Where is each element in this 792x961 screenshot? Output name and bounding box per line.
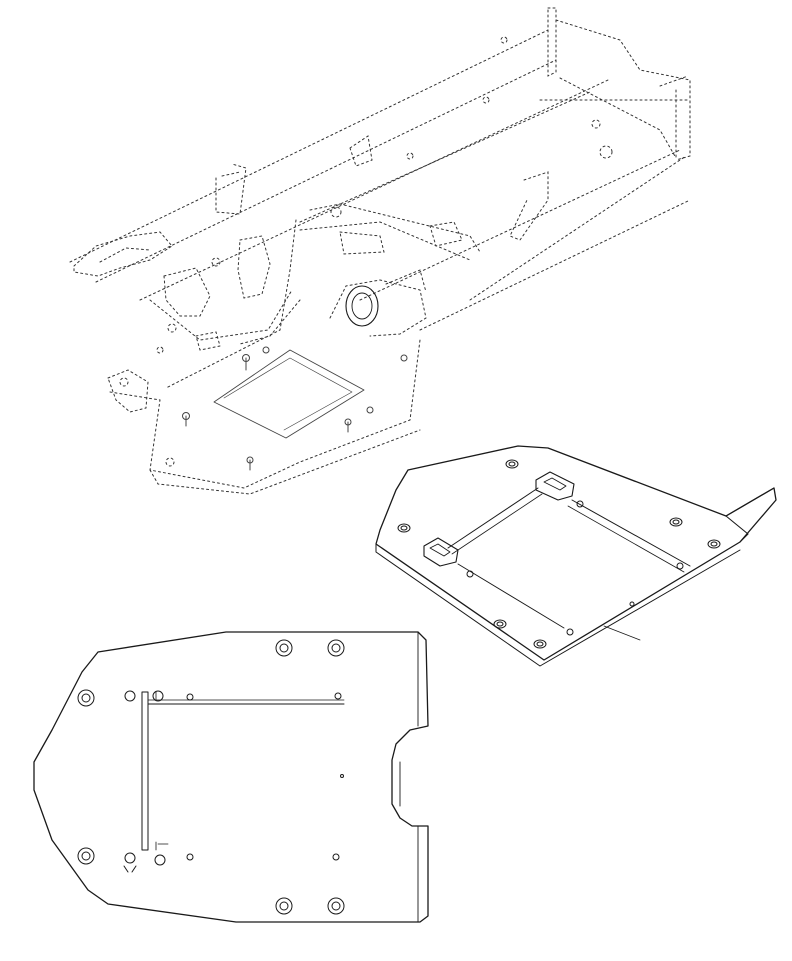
- rails-top: [141, 691, 345, 851]
- mounting-holes-top: [77, 639, 345, 915]
- cross-members: [215, 96, 549, 261]
- small-holes-top: [123, 690, 344, 873]
- rails-isometric: [447, 487, 691, 629]
- plate-outline: [375, 445, 777, 661]
- frame-mounted-plate: [182, 346, 408, 471]
- mounting-holes-isometric: [397, 459, 721, 649]
- frame-rails: [69, 29, 691, 331]
- skid-plate-top-view: [33, 631, 429, 923]
- top-plate-outline: [33, 631, 429, 923]
- leader-line: [603, 625, 641, 641]
- slot-brackets: [423, 471, 575, 567]
- front-arm: [73, 231, 293, 354]
- skid-plate-isometric-view: [375, 445, 777, 667]
- rear-box-section: [500, 7, 691, 161]
- round-pipe: [329, 269, 427, 337]
- chassis-frame-view: [69, 7, 691, 495]
- lower-frame-perimeter: [107, 219, 421, 495]
- side-flange: [725, 487, 775, 543]
- plate-edge-thickness: [375, 543, 741, 667]
